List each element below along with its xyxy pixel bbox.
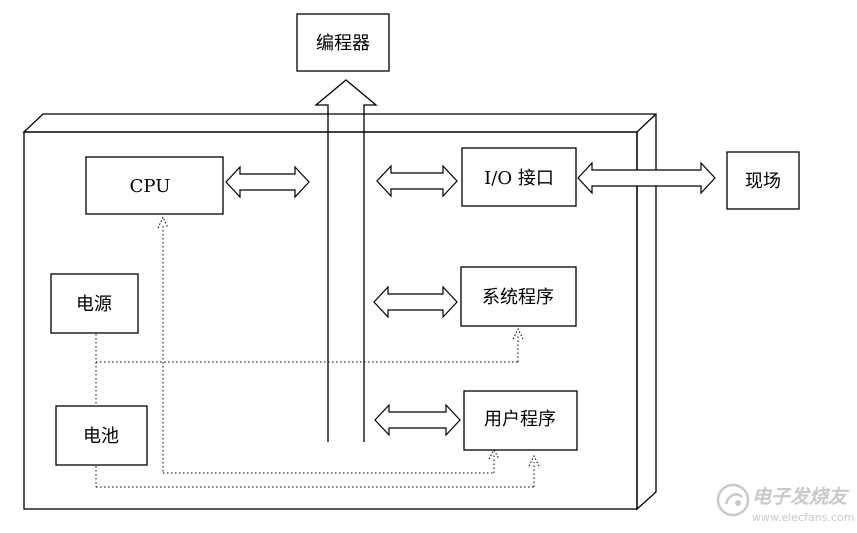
field-box: 现场	[726, 151, 800, 210]
io-field-double-arrow	[577, 161, 716, 195]
user-program-box: 用户程序	[463, 390, 578, 451]
cpu-box: CPU	[85, 156, 224, 215]
power-label: 电源	[76, 294, 112, 315]
dotted-arrowheads	[157, 215, 540, 467]
watermark-url: www.elecfans.com	[752, 511, 854, 524]
field-label: 现场	[745, 171, 781, 192]
bus-up-arrow	[314, 79, 378, 442]
bus-system-program-double-arrow	[373, 285, 458, 319]
io-interface-box: I/O 接口	[461, 147, 577, 207]
programmer-label: 编程器	[316, 33, 370, 54]
battery-box: 电池	[55, 405, 148, 466]
dotted-connections	[95, 226, 535, 488]
battery-label: 电池	[83, 426, 119, 447]
cpu-label: CPU	[130, 176, 171, 197]
cpu-bus-double-arrow	[225, 165, 310, 199]
power-box: 电源	[50, 273, 139, 334]
system-program-label: 系统程序	[482, 287, 554, 308]
bus-user-program-double-arrow	[374, 403, 461, 437]
user-program-label: 用户程序	[484, 409, 556, 430]
programmer-box: 编程器	[296, 13, 390, 72]
system-program-box: 系统程序	[460, 266, 577, 327]
elecfans-watermark: 电子发烧友 www.elecfans.com	[716, 483, 854, 524]
io-interface-label: I/O 接口	[484, 168, 554, 189]
watermark-logo-icon	[716, 483, 750, 517]
plc-chassis	[22, 113, 657, 511]
watermark-title: 电子发烧友	[752, 486, 850, 508]
bus-io-double-arrow	[376, 164, 458, 198]
